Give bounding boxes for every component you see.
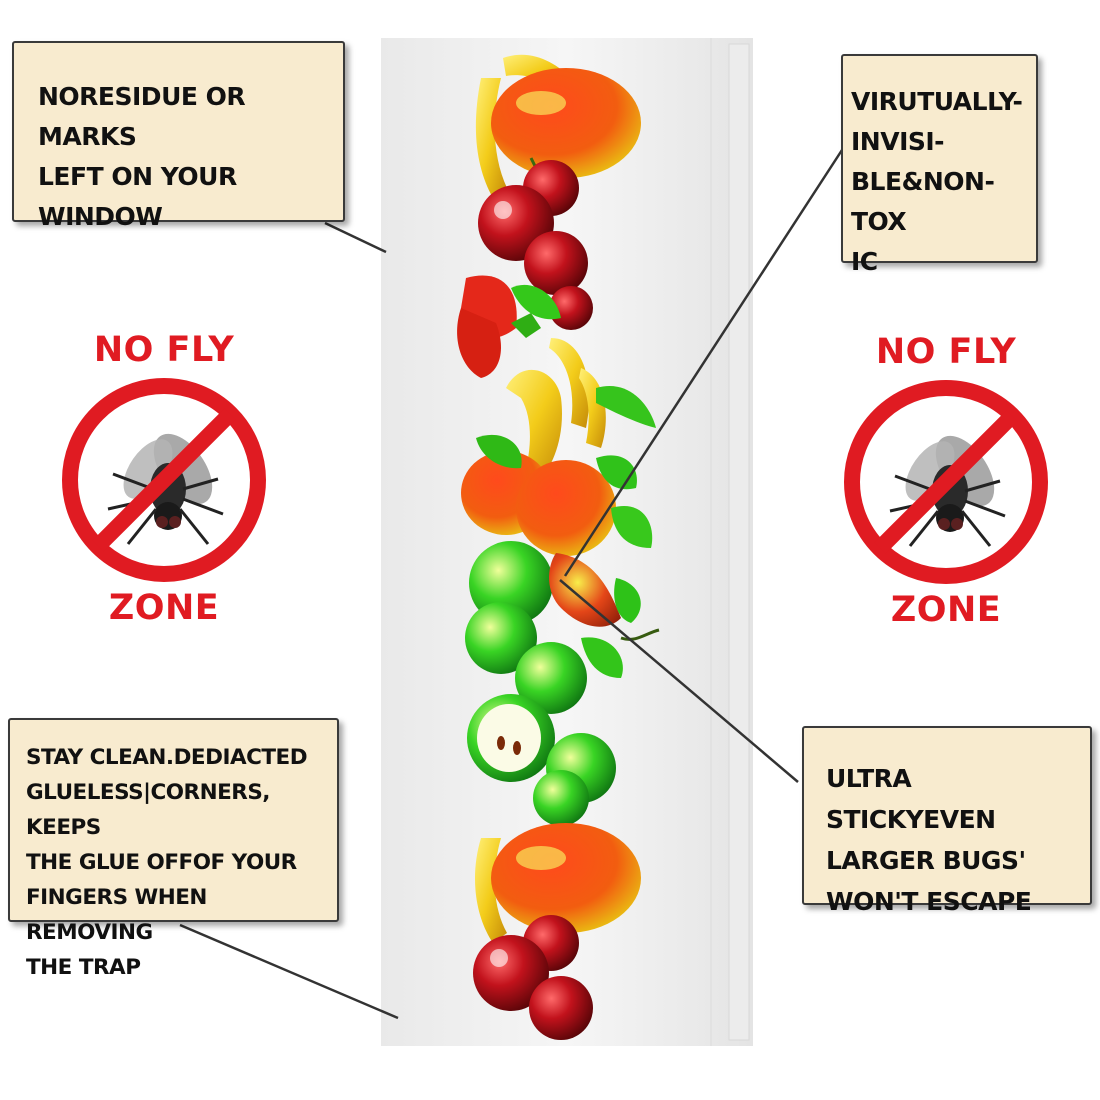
prohibited-fly-icon	[844, 380, 1048, 584]
callout-ultra-sticky-text: ULTRA STICKYEVEN LARGER BUGS' WON'T ESCA…	[826, 764, 1032, 916]
callout-invisible-non-toxic-text: VIRUTUALLY- INVISI- BLE&NON-TOX IC	[851, 87, 1023, 276]
callout-glueless-corners-text: STAY CLEAN.DEDIACTED GLUELESS|CORNERS, K…	[26, 745, 308, 980]
callout-glueless-corners: STAY CLEAN.DEDIACTED GLUELESS|CORNERS, K…	[8, 718, 339, 980]
callout-invisible-non-toxic: VIRUTUALLY- INVISI- BLE&NON-TOX IC	[841, 54, 1038, 276]
callout-no-residue: NORESIDUE OR MARKS LEFT ON YOUR WINDOW	[12, 41, 345, 231]
zone-label: ZONE	[890, 590, 1002, 630]
zone-label: ZONE	[108, 588, 220, 628]
no-fly-zone-badge-left: NO FLY ZONE	[44, 330, 284, 628]
prohibited-fly-icon	[62, 378, 266, 582]
no-fly-label: NO FLY	[93, 330, 235, 370]
callout-no-residue-text: NORESIDUE OR MARKS LEFT ON YOUR WINDOW	[38, 82, 246, 231]
no-fly-label: NO FLY	[875, 332, 1017, 372]
callout-ultra-sticky: ULTRA STICKYEVEN LARGER BUGS' WON'T ESCA…	[802, 726, 1092, 916]
sticky-trap-strip	[381, 38, 753, 1046]
no-fly-zone-badge-right: NO FLY ZONE	[826, 332, 1066, 630]
